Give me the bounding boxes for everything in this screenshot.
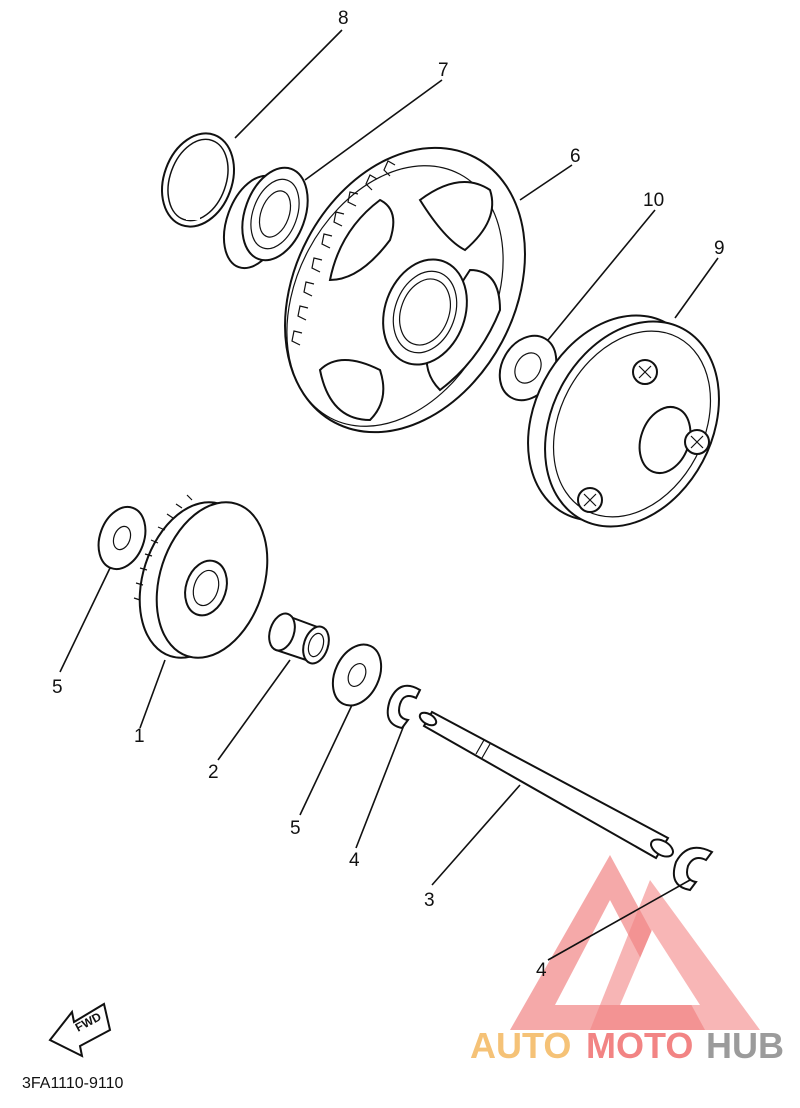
callout-5-lower: 5 bbox=[290, 818, 301, 839]
part-4-eclip-lower bbox=[672, 846, 714, 892]
watermark-logo: AUTO MOTO HUB bbox=[470, 855, 784, 1066]
part-3-shaft bbox=[418, 710, 674, 860]
part-1-idler-gear bbox=[133, 494, 269, 659]
watermark-triangle-mark bbox=[510, 855, 760, 1030]
part-8-circlip bbox=[161, 132, 235, 228]
part-4-eclip-upper bbox=[386, 684, 422, 730]
callout-9: 9 bbox=[714, 238, 725, 259]
part-5-washer-lower bbox=[331, 643, 383, 707]
callout-10: 10 bbox=[643, 190, 664, 211]
part-6-starter-gear bbox=[284, 146, 526, 434]
leader-lines bbox=[59, 29, 719, 961]
callout-2: 2 bbox=[208, 762, 219, 783]
watermark-text-auto: AUTO bbox=[470, 1025, 571, 1066]
diagram-part-code: 3FA1110-9110 bbox=[22, 1075, 124, 1092]
callout-labels: 8 7 6 10 9 5 1 2 5 4 3 4 bbox=[52, 8, 725, 981]
callout-3: 3 bbox=[424, 890, 435, 911]
part-7-bearing bbox=[222, 166, 309, 270]
watermark-text-moto: MOTO bbox=[586, 1025, 693, 1066]
callout-4-upper: 4 bbox=[349, 850, 360, 871]
fwd-arrow: FWD bbox=[48, 1002, 112, 1058]
callout-5-upper: 5 bbox=[52, 677, 63, 698]
callout-4-lower: 4 bbox=[536, 960, 547, 981]
callout-1: 1 bbox=[134, 726, 145, 747]
callout-6: 6 bbox=[570, 146, 581, 167]
part-9-clutch-housing bbox=[527, 314, 720, 528]
callout-7: 7 bbox=[438, 60, 449, 81]
watermark-text-hub: HUB bbox=[706, 1025, 784, 1066]
part-2-needle-bearing bbox=[268, 612, 330, 665]
part-5-washer-upper bbox=[97, 506, 147, 570]
callout-8: 8 bbox=[338, 8, 349, 29]
